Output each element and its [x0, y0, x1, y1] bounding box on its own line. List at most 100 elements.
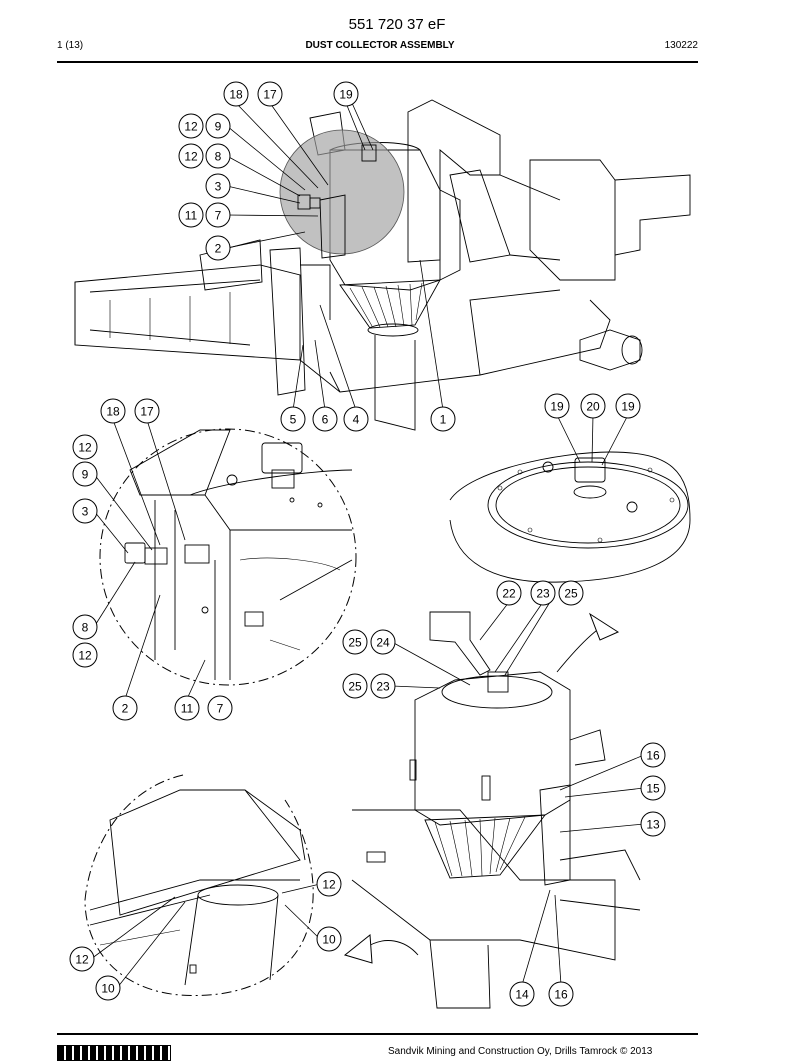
- detail-left-leaders: [93, 419, 206, 700]
- callout-balloon: [72, 498, 98, 524]
- callout-c-top-1: 1: [430, 406, 456, 432]
- callout-balloon: [430, 406, 456, 432]
- callout-number: 6: [322, 413, 329, 427]
- callout-balloon: [615, 393, 641, 419]
- callout-c-bl-12b: 12: [69, 946, 95, 972]
- callout-c-br-25a: 25: [558, 580, 584, 606]
- callout-number: 11: [185, 209, 198, 223]
- callout-balloon: [558, 580, 584, 606]
- callout-number: 13: [646, 818, 660, 832]
- callout-c-br-13: 13: [640, 811, 666, 837]
- rotate-arrow-head: [588, 612, 620, 641]
- callout-number: 20: [586, 400, 600, 414]
- callout-c-top-19: 19: [333, 81, 359, 107]
- callout-c-br-16a: 16: [640, 742, 666, 768]
- callout-number: 15: [646, 782, 660, 796]
- callout-c-top-12b: 12: [178, 143, 204, 169]
- callout-balloon: [178, 202, 204, 228]
- callout-balloon: [223, 81, 249, 107]
- document-date: 130222: [664, 40, 698, 51]
- callout-c-bl-10b: 10: [95, 975, 121, 1001]
- callout-number: 24: [376, 636, 390, 650]
- callout-c-top-11: 11: [178, 202, 204, 228]
- callout-c-top-7: 7: [205, 202, 231, 228]
- callout-number: 25: [348, 636, 362, 650]
- callout-balloon: [100, 398, 126, 424]
- callout-balloon: [370, 673, 396, 699]
- callout-balloon: [343, 406, 369, 432]
- flow-arrow-head: [343, 934, 373, 964]
- callout-balloon: [72, 461, 98, 487]
- callout-number: 12: [322, 878, 336, 892]
- callout-c-top-18: 18: [223, 81, 249, 107]
- main-view-leaders: [226, 102, 444, 411]
- callout-balloon: [69, 946, 95, 972]
- callout-balloon: [580, 393, 606, 419]
- header-rule: [57, 61, 698, 63]
- callout-c-left-11: 11: [174, 695, 200, 721]
- detail-view-bottom: [84, 774, 314, 997]
- callout-balloon: [205, 143, 231, 169]
- callout-c-br-14: 14: [509, 981, 535, 1007]
- callout-number: 16: [646, 749, 660, 763]
- callout-balloon: [205, 173, 231, 199]
- callout-balloon: [72, 614, 98, 640]
- callout-balloon: [312, 406, 338, 432]
- callout-number: 12: [75, 953, 89, 967]
- page-title: DUST COLLECTOR ASSEMBLY: [305, 40, 455, 51]
- callout-c-br-25c: 25: [342, 673, 368, 699]
- callout-number: 2: [215, 242, 222, 256]
- callout-number: 14: [515, 988, 529, 1002]
- detail-view-left: [99, 428, 357, 686]
- callout-c-left-9: 9: [72, 461, 98, 487]
- callout-c-left-8: 8: [72, 614, 98, 640]
- callout-balloon: [134, 398, 160, 424]
- callout-number: 9: [215, 120, 222, 134]
- callout-number: 7: [217, 702, 224, 716]
- callout-number: 10: [322, 933, 336, 947]
- callout-c-br-15: 15: [640, 775, 666, 801]
- callout-number: 17: [263, 88, 277, 102]
- callout-c-top-4: 4: [343, 406, 369, 432]
- callout-number: 19: [621, 400, 635, 414]
- callout-number: 3: [215, 180, 222, 194]
- callout-c-top-6: 6: [312, 406, 338, 432]
- rotate-arrow: [556, 627, 601, 673]
- callout-c-right-19a: 19: [544, 393, 570, 419]
- callout-balloon: [280, 406, 306, 432]
- callout-balloon: [548, 981, 574, 1007]
- callout-number: 1: [440, 413, 447, 427]
- callout-c-right-20: 20: [580, 393, 606, 419]
- callout-balloon: [496, 580, 522, 606]
- callout-c-left-17: 17: [134, 398, 160, 424]
- callout-balloon: [509, 981, 535, 1007]
- callout-balloon: [207, 695, 233, 721]
- callout-balloon: [316, 926, 342, 952]
- callout-number: 23: [376, 680, 390, 694]
- callout-c-left-18: 18: [100, 398, 126, 424]
- callout-c-left-7: 7: [207, 695, 233, 721]
- callout-balloon: [342, 629, 368, 655]
- callout-c-top-9: 9: [205, 113, 231, 139]
- callout-number: 12: [184, 120, 198, 134]
- callout-number: 18: [229, 88, 243, 102]
- callout-c-top-17: 17: [257, 81, 283, 107]
- callout-number: 18: [106, 405, 120, 419]
- callout-number: 5: [290, 413, 297, 427]
- collector-side-view: [351, 611, 641, 1009]
- callout-c-br-24: 24: [370, 629, 396, 655]
- callout-number: 3: [82, 505, 89, 519]
- callout-balloon: [640, 811, 666, 837]
- callout-balloon: [530, 580, 556, 606]
- callout-balloon: [333, 81, 359, 107]
- callout-c-br-22: 22: [496, 580, 522, 606]
- footer-copyright: Sandvik Mining and Construction Oy, Dril…: [388, 1046, 653, 1057]
- callout-balloon: [178, 143, 204, 169]
- callout-c-top-5: 5: [280, 406, 306, 432]
- callout-number: 2: [122, 702, 129, 716]
- callout-c-top-2: 2: [205, 235, 231, 261]
- page-number: 1 (13): [57, 40, 84, 51]
- callout-number: 23: [536, 587, 550, 601]
